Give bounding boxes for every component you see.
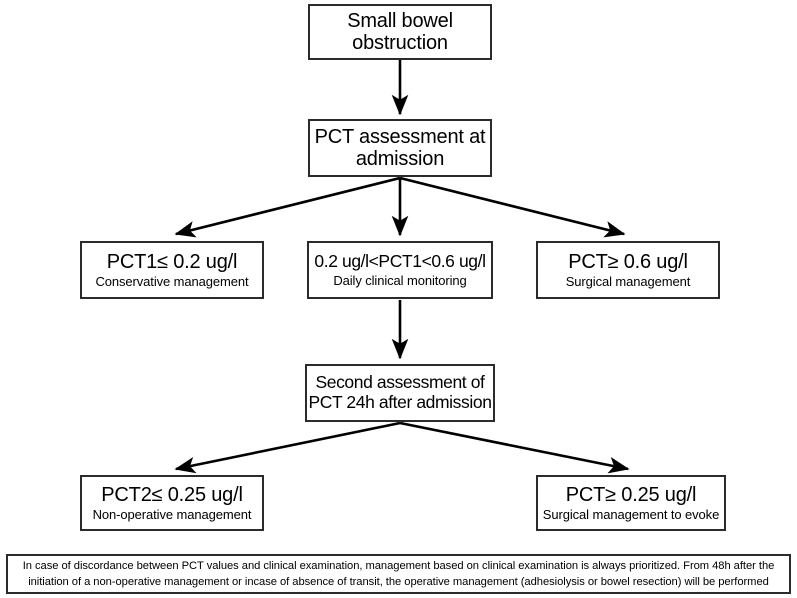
node-pct1-mid: 0.2 ug/l<PCT1<0.6 ug/l Daily clinical mo… bbox=[307, 241, 493, 299]
node-title: Small bowel obstruction bbox=[347, 9, 453, 54]
node-subtitle: Daily clinical monitoring bbox=[333, 272, 467, 288]
arrow-second-assessment-to-pct2-high bbox=[399, 421, 630, 474]
node-subtitle: Non-operative management bbox=[92, 506, 252, 522]
node-pct1-low: PCT1≤ 0.2 ug/l Conservative management bbox=[80, 241, 264, 299]
node-pct1-high: PCT≥ 0.6 ug/l Surgical management bbox=[536, 241, 720, 299]
node-title: Second assessment of PCT 24h after admis… bbox=[308, 372, 492, 412]
node-title: PCT≥ 0.6 ug/l bbox=[568, 250, 688, 273]
node-pct2-high: PCT≥ 0.25 ug/l Surgical management to ev… bbox=[536, 475, 726, 531]
node-small-bowel-obstruction: Small bowel obstruction bbox=[308, 4, 492, 60]
arrow-pct-assessment-to-pct1-high bbox=[399, 176, 626, 238]
node-subtitle: Surgical management to evoke bbox=[542, 506, 720, 522]
node-title: PCT1≤ 0.2 ug/l bbox=[106, 250, 238, 273]
node-title: 0.2 ug/l<PCT1<0.6 ug/l bbox=[314, 250, 486, 271]
node-subtitle: Conservative management bbox=[95, 273, 249, 289]
node-title: PCT≥ 0.25 ug/l bbox=[565, 483, 697, 506]
footnote-box: In case of discordance between PCT value… bbox=[6, 554, 791, 594]
footnote-text: In case of discordance between PCT value… bbox=[22, 559, 775, 588]
node-pct-assessment-at-admission: PCT assessment at admission bbox=[308, 119, 492, 177]
node-title: PCT2≤ 0.25 ug/l bbox=[101, 483, 243, 506]
arrow-pct-assessment-to-pct1-low bbox=[174, 176, 401, 238]
node-pct2-low: PCT2≤ 0.25 ug/l Non-operative management bbox=[80, 475, 264, 531]
node-title: PCT assessment at admission bbox=[314, 125, 486, 170]
node-second-assessment: Second assessment of PCT 24h after admis… bbox=[305, 364, 495, 422]
arrow-second-assessment-to-pct2-low bbox=[174, 421, 401, 474]
node-subtitle: Surgical management bbox=[565, 273, 691, 289]
